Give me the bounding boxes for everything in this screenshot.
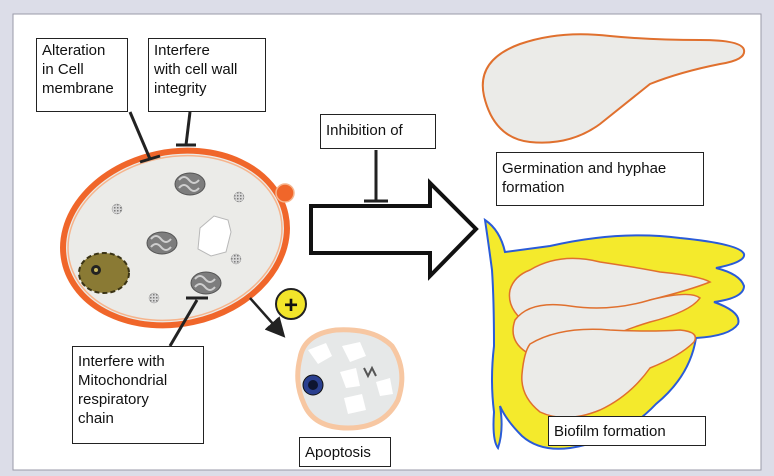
apoptotic-fragment — [344, 394, 366, 414]
alteration-cell-membrane-label: Alteration in Cell membrane — [36, 38, 128, 112]
apoptosis-arrow — [249, 297, 286, 338]
biofilm-cell — [521, 328, 697, 419]
granule — [111, 203, 123, 215]
inhibitor-line-membrane — [128, 111, 152, 160]
big-arrow — [309, 178, 479, 281]
mitochondrial-chain-label: Interfere with Mitochondrial respiratory… — [72, 346, 204, 444]
membrane-bud — [275, 183, 295, 203]
apoptotic-fragment — [308, 343, 332, 364]
inhibitor-line-mito — [168, 299, 199, 347]
inhibition-of-label: Inhibition of — [320, 114, 436, 149]
apoptotic-cell — [295, 327, 405, 431]
germ-tube-cell — [481, 33, 746, 144]
fungal-cell — [60, 147, 295, 329]
mitochondrion — [146, 231, 178, 255]
biofilm — [483, 217, 746, 451]
apoptosis-label: Apoptosis — [299, 437, 391, 467]
cell-inner-wall — [67, 154, 283, 322]
nucleus — [78, 252, 130, 294]
mitochondrion — [174, 172, 206, 196]
apoptotic-fragment — [340, 368, 360, 388]
biofilm-formation-label: Biofilm formation — [548, 416, 706, 446]
vacuole — [197, 215, 232, 257]
plus-sign: + — [284, 292, 298, 319]
granule — [233, 191, 245, 203]
mitochondrion — [190, 271, 222, 295]
granule — [148, 292, 160, 304]
granule — [230, 253, 242, 265]
apoptotic-fragment — [376, 378, 393, 396]
apoptotic-mito-fragment — [363, 365, 377, 379]
inhibitor-bar-membrane — [139, 154, 161, 164]
plus-badge — [275, 288, 307, 320]
inhibitor-line-cell-wall — [184, 111, 192, 146]
inhibition-lines — [128, 111, 388, 347]
germination-hyphae-label: Germination and hyphae formation — [496, 152, 704, 206]
apoptotic-fragment — [342, 342, 366, 362]
cell-wall-integrity-label: Interfere with cell wall integrity — [148, 38, 266, 112]
